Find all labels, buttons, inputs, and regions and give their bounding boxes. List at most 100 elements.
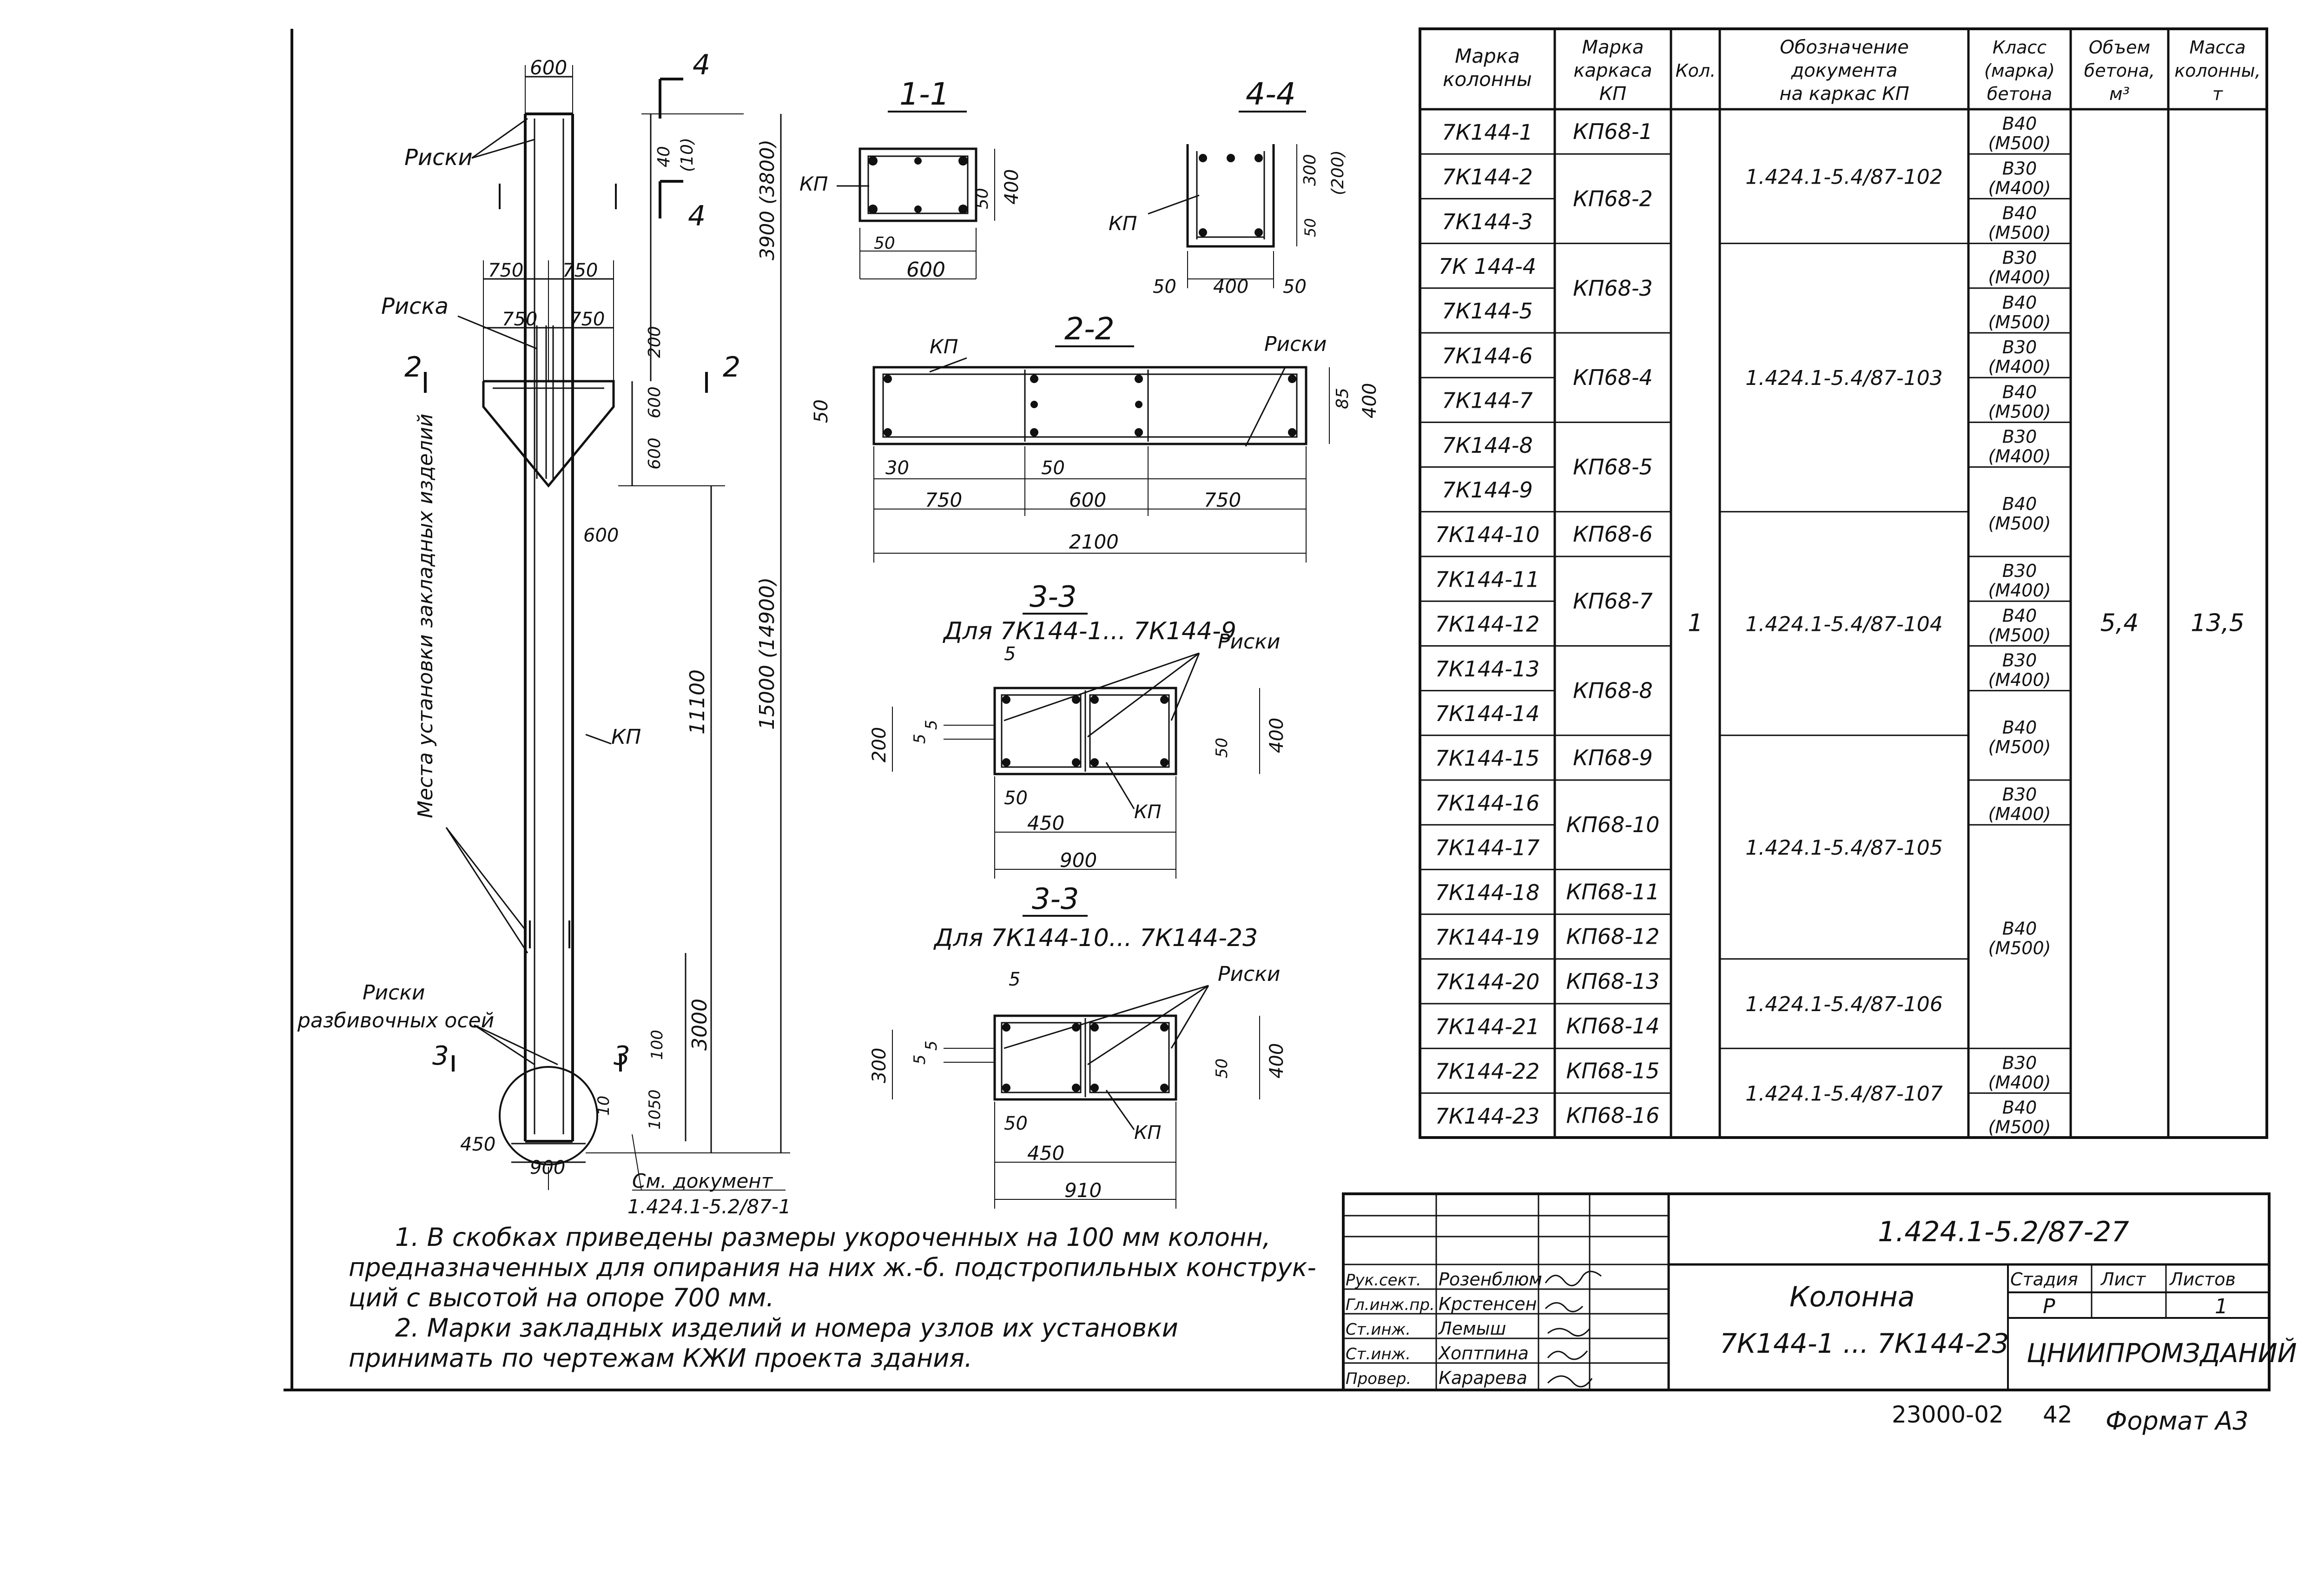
table-row-column-mark: 7К144-23 (1435, 1104, 1540, 1129)
section-1-1-title: 1-1 (899, 76, 950, 112)
table-row-column-mark: 7К144-12 (1435, 612, 1540, 637)
section-4-4-d300: 300 (1301, 154, 1320, 186)
schedule-table: Марка колонны Марка каркаса КП Кол. Обоз… (1419, 27, 2268, 1139)
title-block: Рук.сект. Гл.инж.пр. Ст.инж. Ст.инж. Про… (1342, 1192, 2297, 1391)
role-1: Рук.сект. (1346, 1271, 1421, 1290)
section-4-4-d200: (200) (1328, 150, 1347, 195)
header-col-mark: Марка (1455, 45, 1520, 67)
table-row-column-mark: 7К144-16 (1435, 790, 1540, 815)
title-line-1: Колонна (1789, 1281, 1915, 1313)
section-3-3a-d900: 900 (1060, 849, 1097, 872)
dim-750b: 750 (562, 260, 598, 281)
label-riska: Риска (381, 293, 449, 319)
table-cell-concrete-class: В30 (2002, 158, 2037, 179)
table-cell-concrete-grade: (М400) (1988, 804, 2051, 824)
section-4-4-title: 4-4 (1246, 76, 1296, 112)
section-4-4-kp: КП (1109, 212, 1137, 235)
section-3-3a-d450: 450 (1027, 812, 1064, 834)
table-cell-kp-mark: КП68-11 (1566, 880, 1660, 905)
table-cell-concrete-grade: (М500) (1988, 625, 2051, 645)
label-embed-places: Места установки закладных изделий (414, 414, 437, 818)
doc-code: 1.424.1-5.2/87-27 (1878, 1216, 2129, 1248)
section-2-2-d30: 30 (885, 457, 909, 479)
table-row-column-mark: 7К144-11 (1435, 567, 1540, 592)
corbel-outline (482, 380, 615, 488)
section-3-3b-d50: 50 (1213, 1059, 1231, 1079)
table-cell-concrete-grade: (М500) (1988, 223, 2051, 243)
header-doc: Обозначение (1780, 37, 1909, 58)
table-cell-qty: 1 (1688, 609, 1703, 637)
name-3: Лемыш (1438, 1318, 1506, 1339)
table-cell-kp-mark: КП68-3 (1573, 276, 1653, 301)
label-kp-elev: КП (611, 725, 641, 749)
header-class-3: бетона (1987, 84, 2052, 104)
table-cell-concrete-grade: (М400) (1988, 446, 2051, 467)
table-cell-kp-mark: КП68-6 (1573, 522, 1653, 547)
table-cell-concrete-grade: (М500) (1988, 938, 2051, 959)
table-cell-concrete-grade: (М400) (1988, 178, 2051, 198)
table-row-column-mark: 7К144-2 (1442, 165, 1533, 190)
header-mass: Масса (2189, 37, 2245, 58)
section-1-1-d600: 600 (906, 258, 945, 282)
table-cell-kp-mark: КП68-9 (1573, 745, 1653, 770)
label-riski-top: Риски (404, 145, 473, 171)
role-2: Гл.инж.пр. (1346, 1296, 1435, 1314)
table-cell-concrete-grade: (М500) (1988, 133, 2051, 153)
dim-15000: 15000 (14900) (755, 577, 779, 730)
signatures (1545, 1271, 1602, 1388)
name-5: Карарева (1439, 1368, 1527, 1388)
dim-750d: 750 (569, 309, 605, 330)
table-cell-doc: 1.424.1-5.4/87-106 (1745, 993, 1942, 1016)
table-row-column-mark: 7К144-18 (1435, 880, 1540, 905)
table-cell-kp-mark: КП68-16 (1566, 1103, 1660, 1128)
section-3-3a-d50: 50 (1213, 738, 1231, 758)
header-kp-mark-3: КП (1599, 83, 1626, 105)
name-4: Хоптпина (1438, 1343, 1529, 1363)
section-4-4-d400: 400 (1213, 276, 1248, 298)
section-3-3a-d50b: 50 (1004, 788, 1028, 809)
section-2-2-title: 2-2 (1064, 311, 1115, 347)
section-3-3b-riski: Риски (1218, 962, 1281, 986)
section-3-3b-subtitle: Для 7К144-10... 7К144-23 (933, 924, 1258, 952)
section-3-3b-d400: 400 (1266, 1043, 1287, 1079)
header-doc-3: на каркас КП (1779, 83, 1909, 105)
sheet-label: Лист (2100, 1269, 2146, 1290)
table-cell-kp-mark: КП68-8 (1573, 678, 1653, 703)
header-class-2: (марка) (1984, 60, 2055, 81)
section-3-3b-title: 3-3 (1032, 882, 1079, 916)
table-cell-concrete-grade: (М400) (1988, 357, 2051, 377)
role-4: Ст.инж. (1346, 1345, 1411, 1363)
section-2-2-d750b: 750 (1204, 489, 1241, 511)
table-cell-concrete-class: В40 (2002, 292, 2037, 313)
section-2-2: 2-2 КП Риски 50 85 400 30 50 750 600 750 (811, 311, 1380, 562)
section-3-3a-kp: КП (1134, 801, 1161, 823)
format-label: Формат А3 (2106, 1406, 2249, 1436)
table-row-column-mark: 7К144-5 (1442, 298, 1533, 324)
section-3-3b-d5b: 5 (911, 1054, 929, 1065)
table-cell-concrete-class: В30 (2002, 248, 2037, 268)
label-see-doc-1: См. документ (632, 1170, 773, 1192)
section-1-1-d50b: 50 (874, 234, 895, 253)
table-cell-concrete-grade: (М400) (1988, 580, 2051, 601)
cut-mark-2-right: 2 (723, 351, 740, 384)
org-name: ЦНИИПРОМЗДАНИЙ (2027, 1338, 2297, 1369)
table-cell-concrete-class: В40 (2002, 203, 2037, 224)
section-2-2-kp: КП (930, 335, 958, 358)
section-3-3b-d300: 300 (869, 1048, 890, 1083)
table-cell-concrete-grade: (М400) (1988, 1072, 2051, 1092)
table-cell-kp-mark: КП68-15 (1566, 1058, 1660, 1083)
section-3-3b-d5: 5 (1009, 969, 1020, 990)
name-2: Крстенсен (1439, 1294, 1537, 1314)
section-1-1: 1-1 КП 50 400 50 600 (799, 76, 1023, 282)
section-3-3b-d50b: 50 (1004, 1113, 1028, 1134)
table-row-column-mark: 7К144-6 (1442, 343, 1533, 368)
section-2-2-d2100: 2100 (1069, 530, 1119, 553)
header-kp-mark: Марка (1582, 37, 1644, 58)
column-elevation (424, 65, 790, 1191)
stage-value: Р (2043, 1295, 2055, 1318)
table-cell-kp-mark: КП68-5 (1573, 455, 1653, 480)
section-3-3a-d5c: 5 (922, 720, 941, 730)
section-3-3b-d5c: 5 (922, 1040, 941, 1051)
table-cell-concrete-class: В40 (2002, 494, 2037, 514)
dim-10b: 10 (594, 1096, 613, 1116)
